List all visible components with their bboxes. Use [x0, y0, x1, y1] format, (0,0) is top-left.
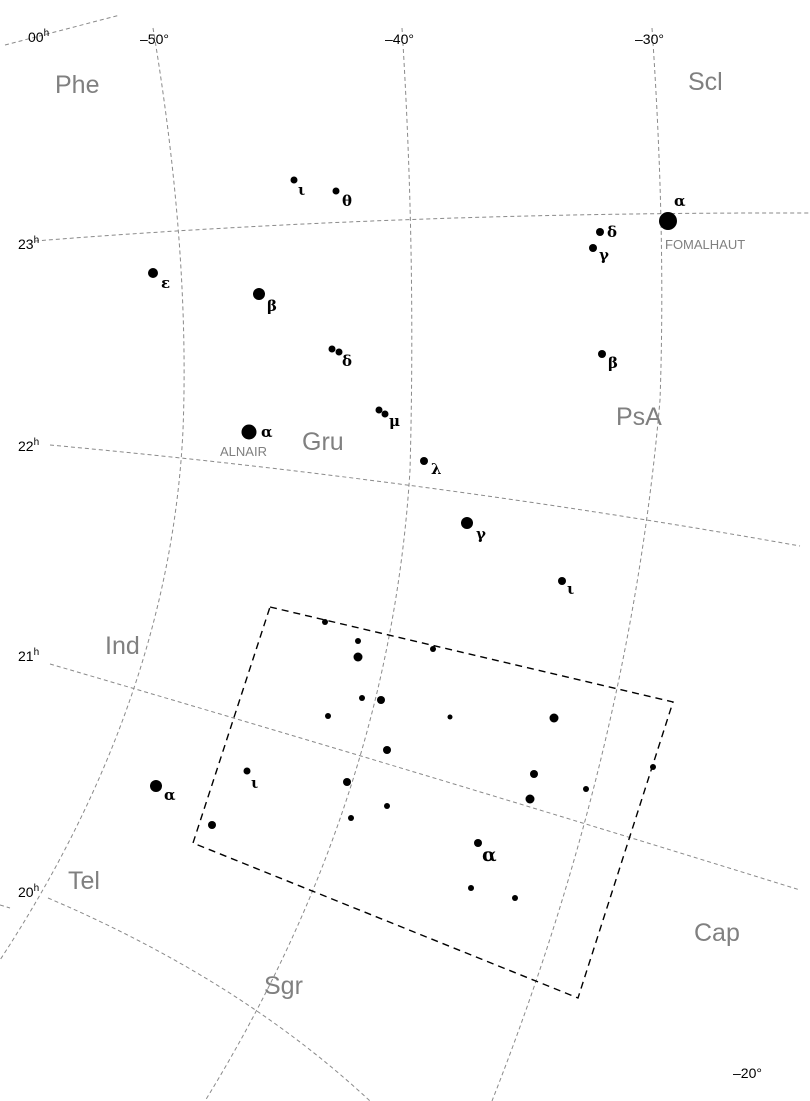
- star: [383, 746, 391, 754]
- star: [525, 794, 535, 804]
- dec-label-minus50: –50°: [140, 31, 169, 47]
- star-label: λ: [431, 460, 442, 478]
- constellation-cap: Cap: [694, 919, 740, 947]
- star-label: β: [608, 354, 618, 372]
- star-label: δ: [342, 352, 352, 370]
- ra-label-22h: 22h: [18, 437, 39, 454]
- constellation-sgr: Sgr: [264, 972, 303, 1000]
- star-psa-beta: [598, 350, 606, 358]
- asterism-box: [192, 606, 674, 999]
- star-gru-mu2: [381, 410, 389, 418]
- ra-line-19h: [0, 904, 11, 909]
- dec-label-minus30: –30°: [635, 31, 664, 47]
- star-label: γ: [476, 525, 486, 543]
- star: [322, 619, 328, 625]
- star: [583, 786, 589, 792]
- constellation-phe: Phe: [55, 71, 99, 99]
- ra-label-23h: 23h: [18, 235, 39, 252]
- star: [384, 803, 390, 809]
- dec-label-minus20: –20°: [733, 1065, 762, 1081]
- star: [650, 764, 656, 770]
- star-label: ι: [567, 580, 574, 598]
- star-label: ι: [298, 181, 305, 199]
- ra-line-21h: [49, 663, 801, 891]
- star: [355, 638, 361, 644]
- star-gru-gamma: [461, 517, 473, 529]
- ra-line-22h: [49, 444, 801, 547]
- ra-label-00h: 00h: [28, 28, 49, 45]
- ra-line-20h: [47, 897, 371, 1101]
- star-psa-iota: [558, 577, 566, 585]
- star-label: α: [482, 844, 497, 866]
- star: [343, 778, 351, 786]
- star-alnair: [241, 424, 257, 440]
- dec-line-minus50: [0, 27, 185, 961]
- ra-line-00h: [4, 14, 121, 46]
- star: [530, 770, 538, 778]
- star-name-alnair: ALNAIR: [220, 444, 267, 459]
- star: [208, 821, 216, 829]
- constellation-scl: Scl: [688, 68, 723, 96]
- star: [430, 646, 436, 652]
- star-label: μ: [389, 412, 400, 430]
- constellation-tel: Tel: [68, 867, 100, 895]
- star-gru-mu1: [375, 406, 383, 414]
- star: [353, 652, 363, 662]
- star-ind-alpha: [150, 780, 162, 792]
- star-gru-epsilon: [148, 268, 158, 278]
- star-box-iota: [243, 767, 251, 775]
- star-psa-delta: [596, 228, 604, 236]
- star-gru-beta: [253, 288, 265, 300]
- star-gru-iota: [290, 176, 298, 184]
- constellation-gru: Gru: [302, 428, 344, 456]
- star-label: β: [267, 297, 277, 315]
- star: [512, 895, 518, 901]
- star-label: α: [164, 786, 176, 804]
- star-label: γ: [599, 246, 609, 264]
- star-fomalhaut: [659, 212, 677, 230]
- star-label: α: [674, 192, 686, 210]
- star-label: ι: [251, 774, 258, 792]
- star: [468, 885, 474, 891]
- ra-line-23h: [34, 212, 810, 242]
- star-psa-gamma: [589, 244, 597, 252]
- star-name-fomalhaut: FOMALHAUT: [665, 237, 745, 252]
- star: [359, 695, 365, 701]
- star-gru-delta2: [335, 348, 343, 356]
- star-gru-theta: [332, 187, 340, 195]
- star: [549, 713, 559, 723]
- star-label: ε: [161, 274, 170, 292]
- constellation-ind: Ind: [105, 632, 140, 660]
- star-label: α: [261, 423, 273, 441]
- star-box-alpha: [474, 839, 482, 847]
- star: [377, 696, 385, 704]
- ra-label-20h: 20h: [18, 883, 39, 900]
- star-gru-lambda: [420, 457, 428, 465]
- dec-line-minus40: [204, 27, 413, 1101]
- star-gru-delta1: [328, 345, 336, 353]
- star-label: θ: [342, 192, 352, 210]
- dec-label-minus40: –40°: [385, 31, 414, 47]
- star-label: δ: [607, 223, 617, 241]
- star: [325, 713, 331, 719]
- ra-label-21h: 21h: [18, 647, 39, 664]
- dec-line-minus30: [491, 27, 663, 1101]
- star: [447, 714, 453, 720]
- constellation-psa: PsA: [616, 403, 662, 431]
- star: [348, 815, 354, 821]
